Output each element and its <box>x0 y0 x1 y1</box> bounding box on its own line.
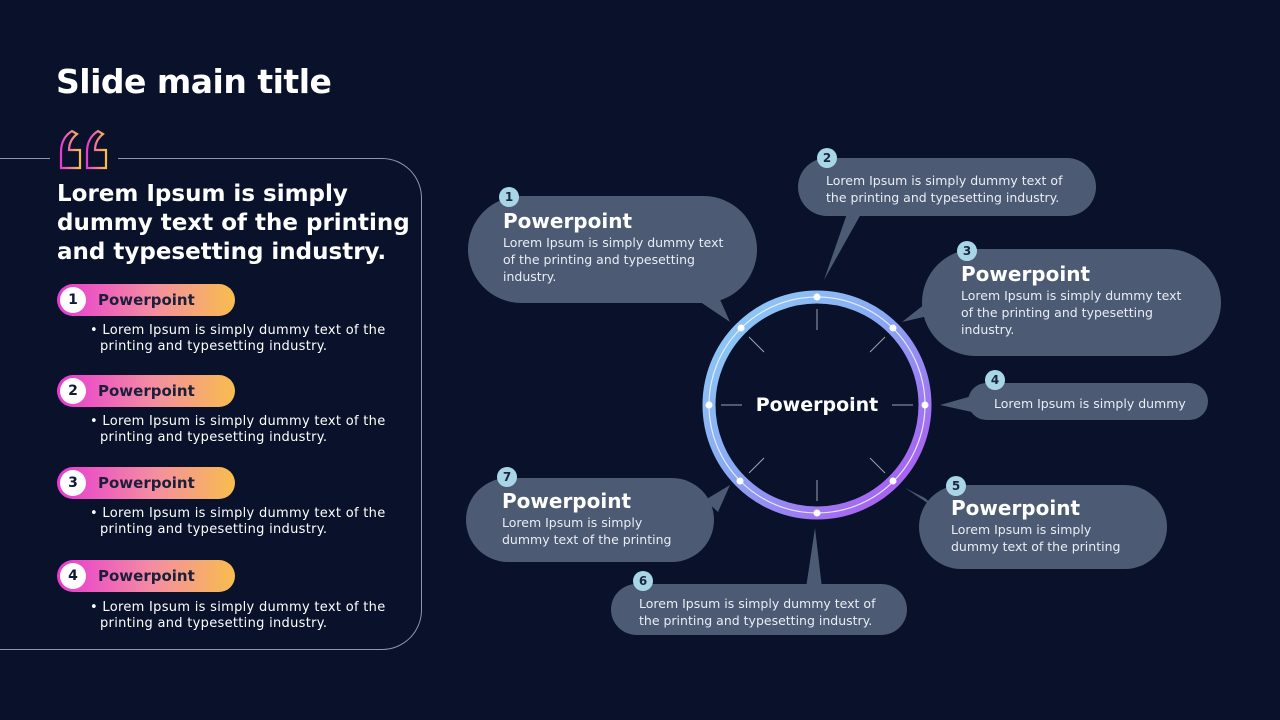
callout-number-badge-1: 1 <box>499 187 519 207</box>
center-label: Powerpoint <box>755 394 879 416</box>
list-item-description-1: • Lorem Ipsum is simply dummy text of th… <box>90 323 386 354</box>
item-label: Powerpoint <box>98 291 195 309</box>
callout-pointer-2 <box>824 205 866 280</box>
callout-number-badge-6: 6 <box>633 571 653 591</box>
slide-title: Slide main title <box>56 62 332 101</box>
callout-text: Lorem Ipsum is simply dummy text of the … <box>502 515 672 547</box>
item-label: Powerpoint <box>98 382 195 400</box>
callout-bubble-5: Powerpoint Lorem Ipsum is simply dummy t… <box>919 485 1167 569</box>
item-number-badge: 1 <box>60 287 86 313</box>
lead-text: Lorem Ipsum is simply dummy text of the … <box>57 181 410 265</box>
callout-title: Powerpoint <box>951 496 1081 520</box>
item-label: Powerpoint <box>98 474 195 492</box>
callout-number-badge-5: 5 <box>946 476 966 496</box>
list-item-pill-4: 4 Powerpoint <box>57 560 235 592</box>
callout-text: Lorem Ipsum is simply dummy text of the … <box>951 522 1121 554</box>
callout-bubble-7: Powerpoint Lorem Ipsum is simply dummy t… <box>466 478 714 562</box>
list-item-description-2: • Lorem Ipsum is simply dummy text of th… <box>90 414 386 445</box>
callout-text: Lorem Ipsum is simply dummy text of the … <box>961 288 1182 337</box>
callout-text: Lorem Ipsum is simply dummy text of the … <box>639 596 876 628</box>
quote-icon <box>59 129 108 170</box>
ring-nodes <box>705 293 929 517</box>
callout-pointer-4 <box>940 396 972 412</box>
callout-bubble-3: Powerpoint Lorem Ipsum is simply dummy t… <box>922 249 1221 356</box>
item-label: Powerpoint <box>98 567 195 585</box>
callout-title: Powerpoint <box>961 262 1091 286</box>
callout-bubble-1: Powerpoint Lorem Ipsum is simply dummy t… <box>468 196 757 303</box>
callout-number-badge-3: 3 <box>957 241 977 261</box>
list-item-description-4: • Lorem Ipsum is simply dummy text of th… <box>90 600 386 631</box>
item-number-badge: 4 <box>60 563 86 589</box>
callout-text: Lorem Ipsum is simply dummy text of the … <box>503 235 724 284</box>
spokes <box>721 309 913 501</box>
list-item-pill-3: 3 Powerpoint <box>57 467 235 499</box>
callout-bubble-2: Lorem Ipsum is simply dummy text of the … <box>798 158 1096 216</box>
callout-number-badge-4: 4 <box>985 370 1005 390</box>
callout-text: Lorem Ipsum is simply dummy text of the … <box>826 173 1063 205</box>
item-number-badge: 3 <box>60 470 86 496</box>
callout-number-badge-2: 2 <box>817 148 837 168</box>
left-panel-frame <box>0 158 422 650</box>
callout-text: Lorem Ipsum is simply dummy <box>994 396 1186 411</box>
callout-title: Powerpoint <box>503 209 633 233</box>
callout-bubble-4: Lorem Ipsum is simply dummy <box>968 383 1208 420</box>
callout-number-badge-7: 7 <box>497 467 517 487</box>
item-number-badge: 2 <box>60 378 86 404</box>
callout-pointer-6 <box>806 528 822 588</box>
callout-bubble-6: Lorem Ipsum is simply dummy text of the … <box>611 584 907 635</box>
callout-title: Powerpoint <box>502 489 632 513</box>
list-item-pill-2: 2 Powerpoint <box>57 375 235 407</box>
list-item-description-3: • Lorem Ipsum is simply dummy text of th… <box>90 506 386 537</box>
list-item-pill-1: 1 Powerpoint <box>57 284 235 316</box>
